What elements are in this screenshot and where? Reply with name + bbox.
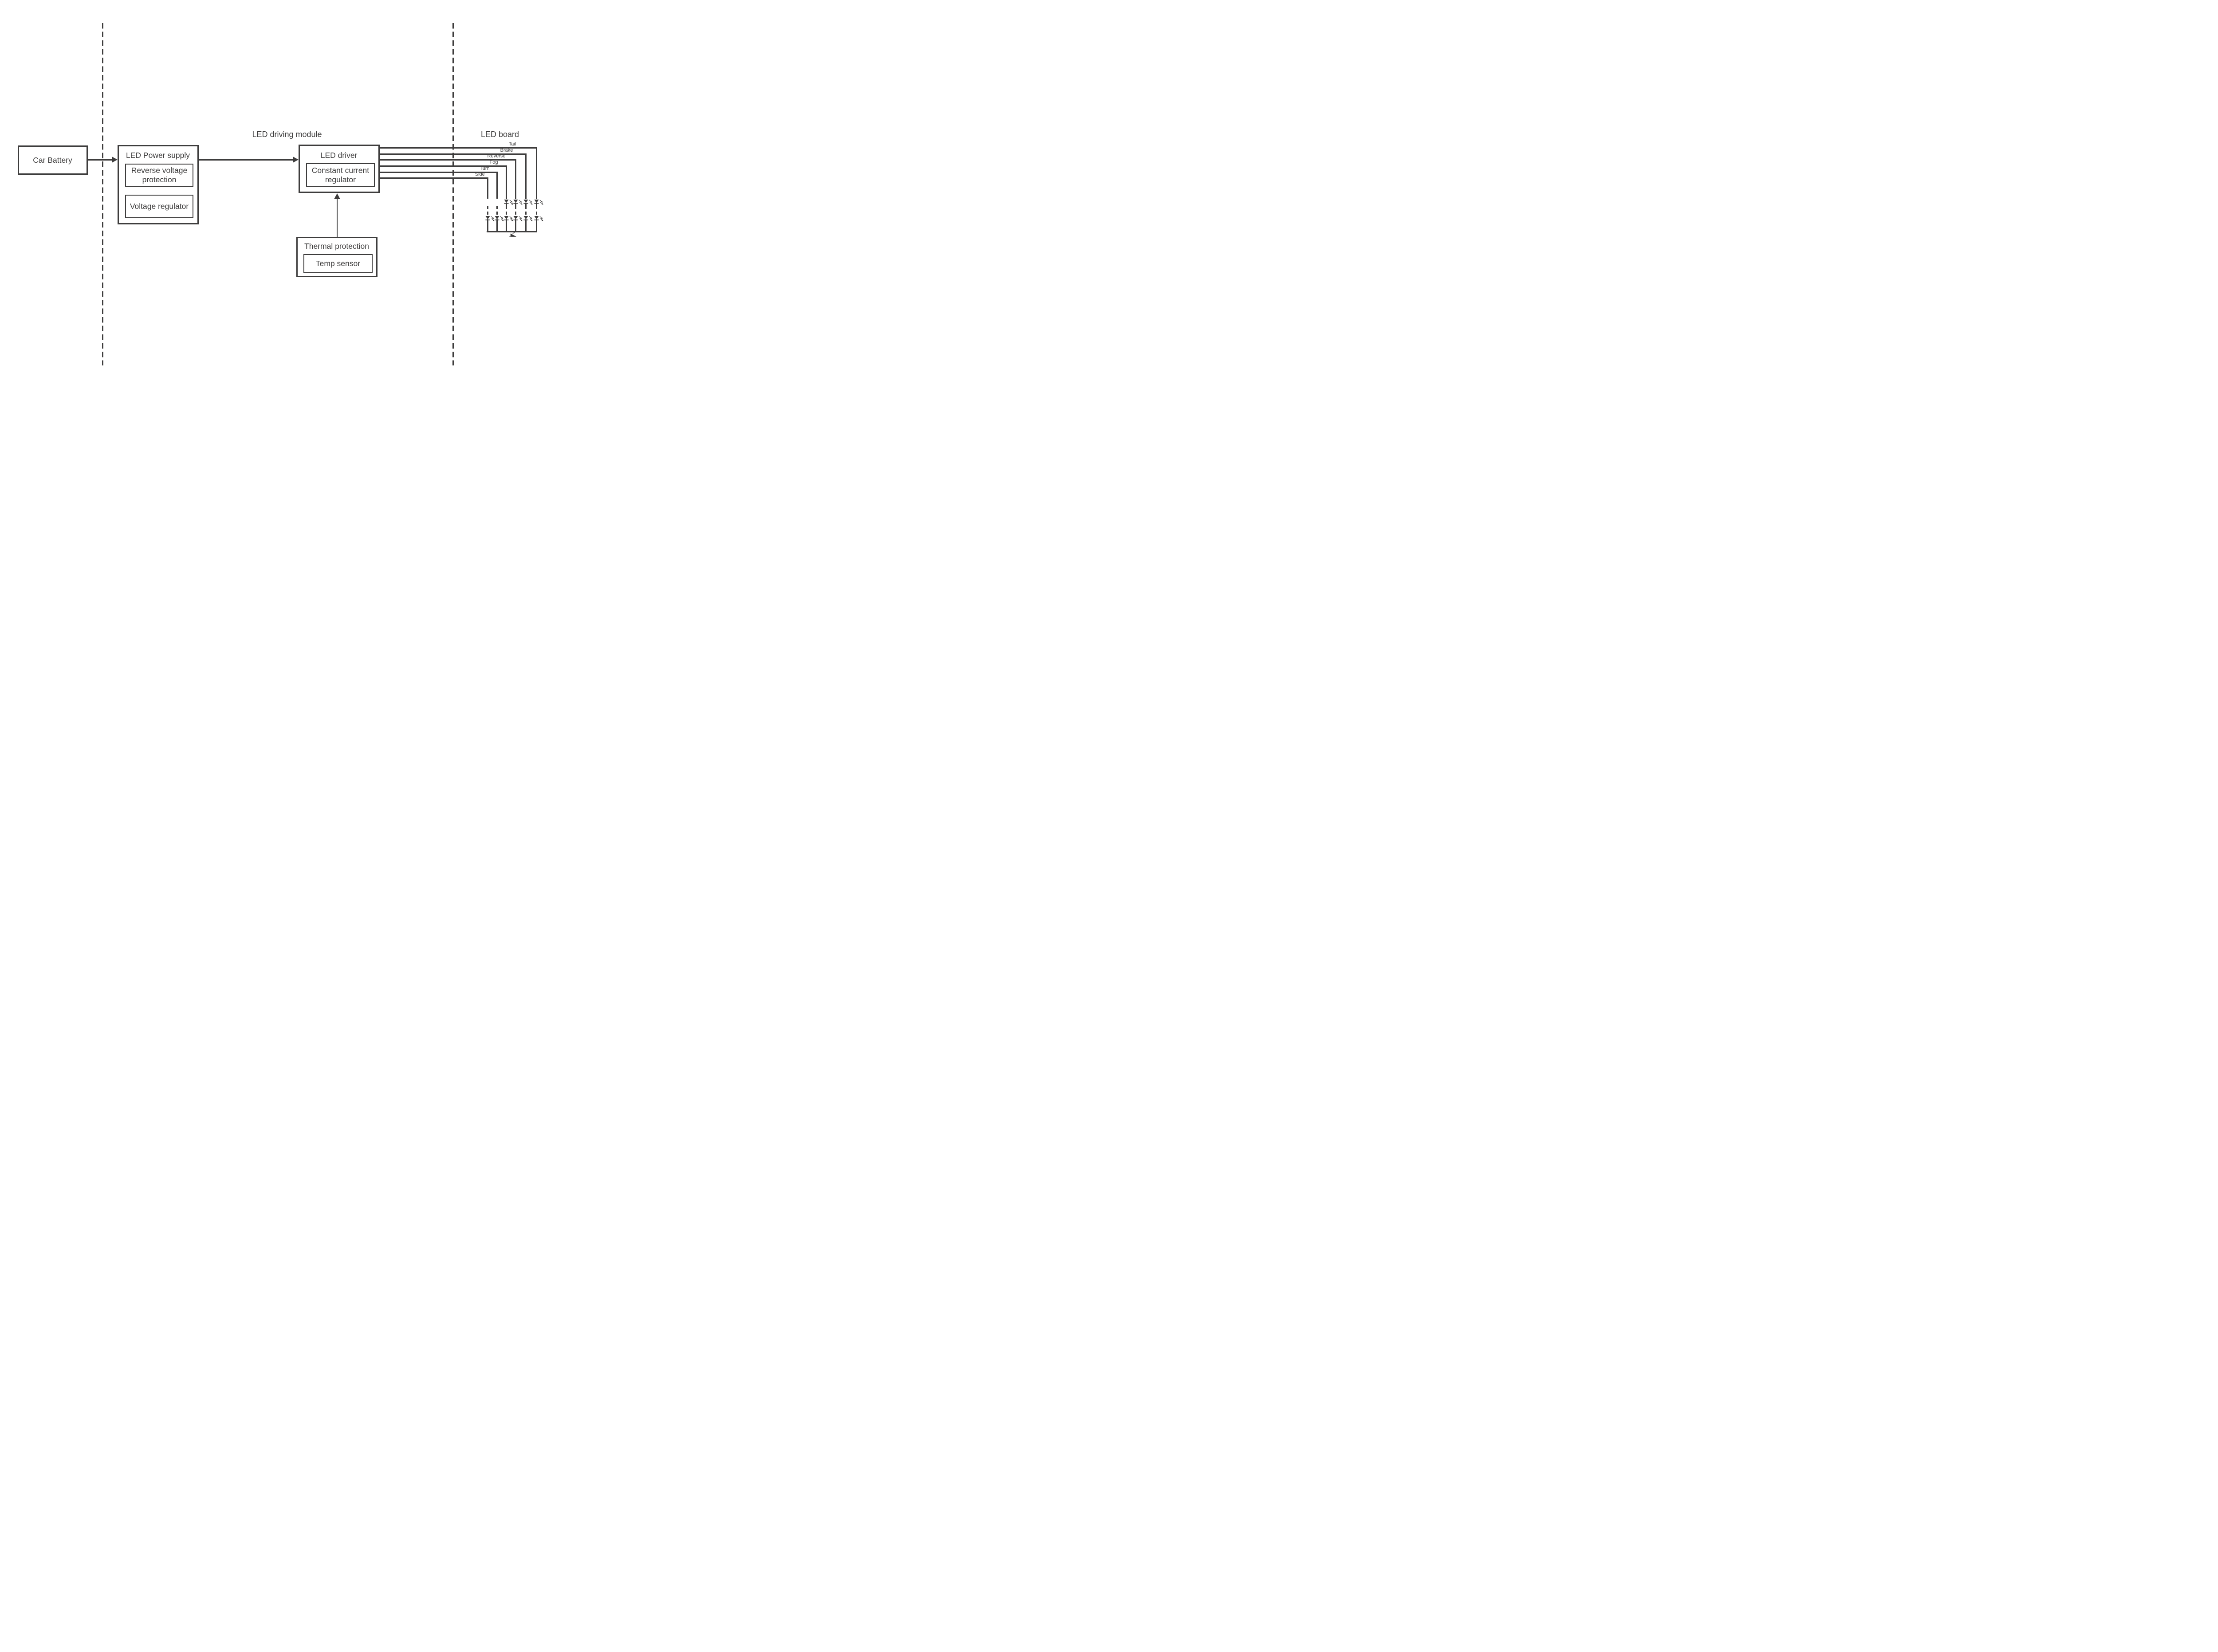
channel-turn-to-bus-wire [496, 220, 498, 232]
constant-current-regulator-label: Constant current regulator [311, 166, 370, 184]
channel-brake-label: Brake [500, 147, 513, 153]
channel-tail-stub [536, 203, 537, 206]
channel-reverse-h-wire [379, 159, 516, 161]
led-symbol-fog-lower-icon [504, 216, 513, 221]
channel-tail-label: Tail [508, 141, 516, 147]
channel-turn-v-wire [496, 171, 498, 199]
battery-to-power-supply-wire [87, 159, 112, 161]
led-driver-title: LED driver [320, 150, 358, 160]
led-symbol-reverse-upper-icon [513, 199, 523, 205]
channel-tail-v-wire [536, 147, 537, 200]
channel-side-v-wire [487, 177, 488, 199]
channel-reverse-to-bus-wire [515, 220, 516, 232]
thermal-protection-box: Thermal protection Temp sensor [296, 237, 378, 277]
channel-tail-to-bus-wire [536, 220, 537, 232]
power-supply-to-driver-arrowhead-icon [292, 157, 299, 163]
channel-brake-to-bus-wire [525, 220, 527, 232]
led-symbol-tail-lower-icon [534, 216, 543, 221]
led-symbol-brake-upper-icon [523, 199, 533, 205]
battery-to-power-supply-arrowhead-icon [111, 157, 118, 163]
channel-fog-stub [506, 203, 507, 206]
channel-turn-label: Turn [480, 165, 490, 171]
channel-brake-stub [525, 203, 527, 206]
temp-sensor-box: Temp sensor [303, 254, 373, 273]
thermal-to-driver-arrowhead-icon [334, 193, 340, 199]
channel-brake-dashed-continuation [525, 205, 527, 216]
channel-brake-v-wire [525, 153, 527, 200]
thermal-to-driver-wire [336, 198, 338, 237]
channel-turn-h-wire [379, 171, 498, 173]
channel-reverse-v-wire [515, 159, 516, 200]
led-power-supply-title: LED Power supply [126, 150, 190, 160]
led-driving-module-title: LED driving module [252, 130, 322, 139]
power-supply-to-driver-wire [198, 159, 293, 161]
led-symbol-reverse-lower-icon [513, 216, 523, 221]
led-symbol-brake-lower-icon [523, 216, 533, 221]
channel-tail-h-wire [379, 147, 537, 149]
right-region-separator-dashed-line [452, 23, 454, 365]
led-board-title: LED board [480, 130, 519, 139]
car-battery-label: Car Battery [33, 155, 72, 165]
led-symbol-tail-upper-icon [534, 199, 543, 205]
channel-reverse-stub [515, 203, 516, 206]
chassis-ground-icon [509, 231, 516, 237]
reverse-voltage-protection-box: Reverse voltage protection [125, 163, 194, 187]
led-symbol-side-lower-icon [485, 216, 495, 221]
voltage-regulator-label: Voltage regulator [130, 202, 189, 211]
voltage-regulator-box: Voltage regulator [125, 195, 194, 218]
constant-current-regulator-box: Constant current regulator [306, 163, 375, 187]
diagram-canvas: LED driving module LED board Car Battery… [0, 0, 554, 413]
channel-reverse-label: Reverse [487, 153, 506, 159]
led-common-bus-line [486, 231, 537, 232]
channel-fog-label: Fog [489, 159, 498, 165]
led-power-supply-box: LED Power supply Reverse voltage protect… [117, 145, 199, 224]
led-symbol-fog-upper-icon [504, 199, 513, 205]
channel-tail-dashed-continuation [536, 205, 537, 216]
channel-side-to-bus-wire [487, 220, 488, 232]
channel-fog-h-wire [379, 165, 507, 167]
channel-side-label: Side [475, 171, 485, 177]
led-driver-box: LED driver Constant current regulator [298, 145, 380, 193]
left-region-separator-dashed-line [102, 23, 103, 365]
channel-fog-to-bus-wire [506, 220, 507, 232]
car-battery-box: Car Battery [17, 145, 88, 175]
led-symbol-turn-lower-icon [495, 216, 504, 221]
channel-brake-h-wire [379, 153, 527, 155]
channel-side-dashed-continuation [487, 205, 488, 216]
reverse-voltage-protection-label: Reverse voltage protection [131, 166, 188, 184]
temp-sensor-label: Temp sensor [315, 259, 361, 268]
channel-fog-dashed-continuation [506, 205, 507, 216]
channel-side-h-wire [379, 177, 488, 179]
channel-turn-dashed-continuation [496, 205, 498, 216]
channel-fog-v-wire [506, 165, 507, 200]
channel-reverse-dashed-continuation [515, 205, 516, 216]
thermal-protection-title: Thermal protection [304, 242, 369, 251]
